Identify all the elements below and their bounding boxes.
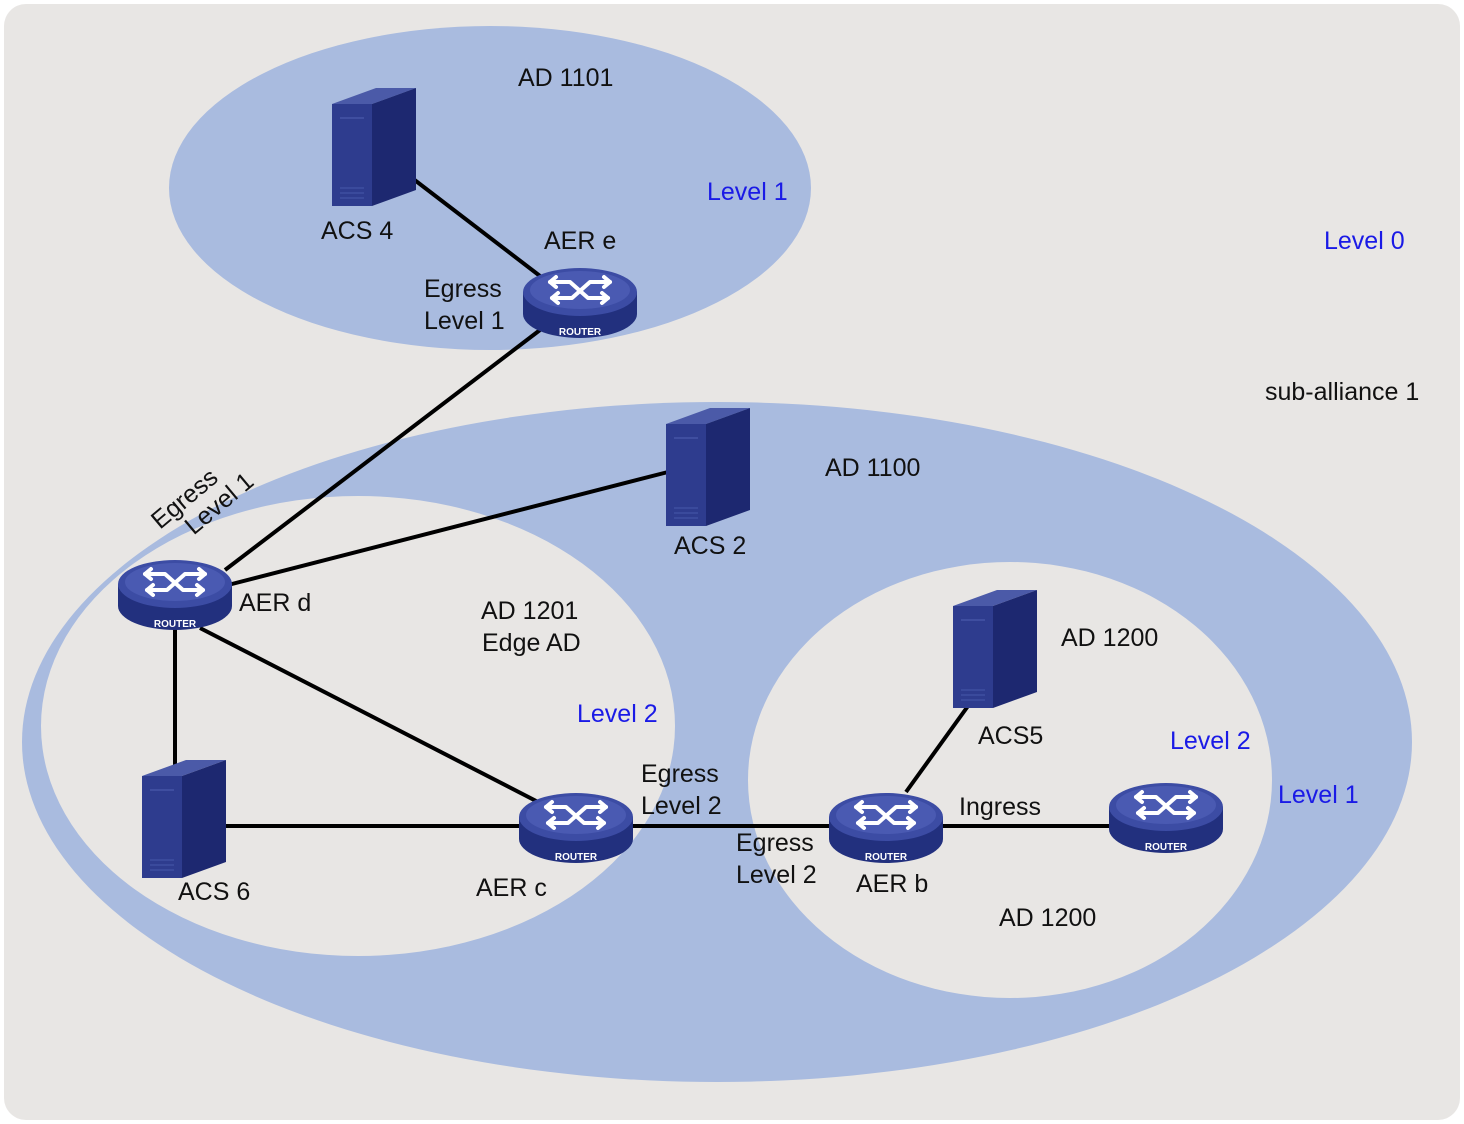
aer-e-egress-line2: Level 1 bbox=[424, 307, 505, 335]
aer-b-label: AER b bbox=[856, 870, 928, 898]
aer-d-label: AER d bbox=[239, 589, 311, 617]
svg-text:ROUTER: ROUTER bbox=[1145, 842, 1188, 853]
svg-text:ROUTER: ROUTER bbox=[154, 619, 197, 630]
ad1200-level-label: Level 2 bbox=[1170, 727, 1251, 755]
acs4-label: ACS 4 bbox=[321, 217, 393, 245]
aer-c-egress-line1: Egress bbox=[641, 760, 719, 788]
svg-text:ROUTER: ROUTER bbox=[555, 852, 598, 863]
ad1100-name: AD 1100 bbox=[825, 454, 920, 482]
ingress-router-icon: ROUTER bbox=[1107, 781, 1225, 855]
ad1101-level-label: Level 1 bbox=[707, 178, 788, 206]
acs2-label: ACS 2 bbox=[674, 532, 746, 560]
aer-b-egress-line1: Egress bbox=[736, 829, 814, 857]
sub-alliance-label: sub-alliance 1 bbox=[1265, 378, 1419, 406]
link-acs5-aer-b bbox=[904, 704, 970, 794]
svg-text:ROUTER: ROUTER bbox=[559, 327, 602, 338]
acs5-server-icon bbox=[952, 589, 1038, 709]
domain-ad1101 bbox=[169, 26, 811, 350]
ad1201-level-label: Level 2 bbox=[577, 700, 658, 728]
link-aer-d-acs2 bbox=[227, 470, 669, 587]
ad1200-name-bottom: AD 1200 bbox=[999, 904, 1096, 932]
link-acs4-aer-e bbox=[410, 176, 542, 278]
ad1200-name: AD 1200 bbox=[1061, 624, 1158, 652]
aer-e-label: AER e bbox=[544, 227, 616, 255]
links bbox=[173, 176, 1112, 828]
link-aer-e-aer-d bbox=[223, 328, 542, 572]
svg-text:ROUTER: ROUTER bbox=[865, 852, 908, 863]
aer-c-label: AER c bbox=[476, 874, 547, 902]
aer-b-ingress-label: Ingress bbox=[959, 793, 1041, 821]
aer-c-router-icon: ROUTER bbox=[517, 791, 635, 865]
acs6-label: ACS 6 bbox=[178, 878, 250, 906]
link-aer-d-aer-c bbox=[199, 626, 541, 805]
acs2-server-icon bbox=[665, 407, 751, 527]
domain-ad1200 bbox=[748, 562, 1272, 998]
acs5-label: ACS5 bbox=[978, 722, 1043, 750]
acs6-server-icon bbox=[141, 759, 227, 879]
ad1100-level-label: Level 1 bbox=[1278, 781, 1359, 809]
ad1101-name: AD 1101 bbox=[518, 64, 613, 92]
level0-label: Level 0 bbox=[1324, 227, 1405, 255]
aer-b-egress-line2: Level 2 bbox=[736, 861, 817, 889]
aer-c-egress-line2: Level 2 bbox=[641, 792, 722, 820]
ad1201-subtitle: Edge AD bbox=[482, 629, 581, 657]
aer-b-router-icon: ROUTER bbox=[827, 791, 945, 865]
aer-d-router-icon: ROUTER bbox=[116, 558, 234, 632]
acs4-server-icon bbox=[331, 87, 417, 207]
aer-e-router-icon: ROUTER bbox=[521, 266, 639, 340]
ad1201-name: AD 1201 bbox=[481, 597, 578, 625]
aer-e-egress-line1: Egress bbox=[424, 275, 502, 303]
